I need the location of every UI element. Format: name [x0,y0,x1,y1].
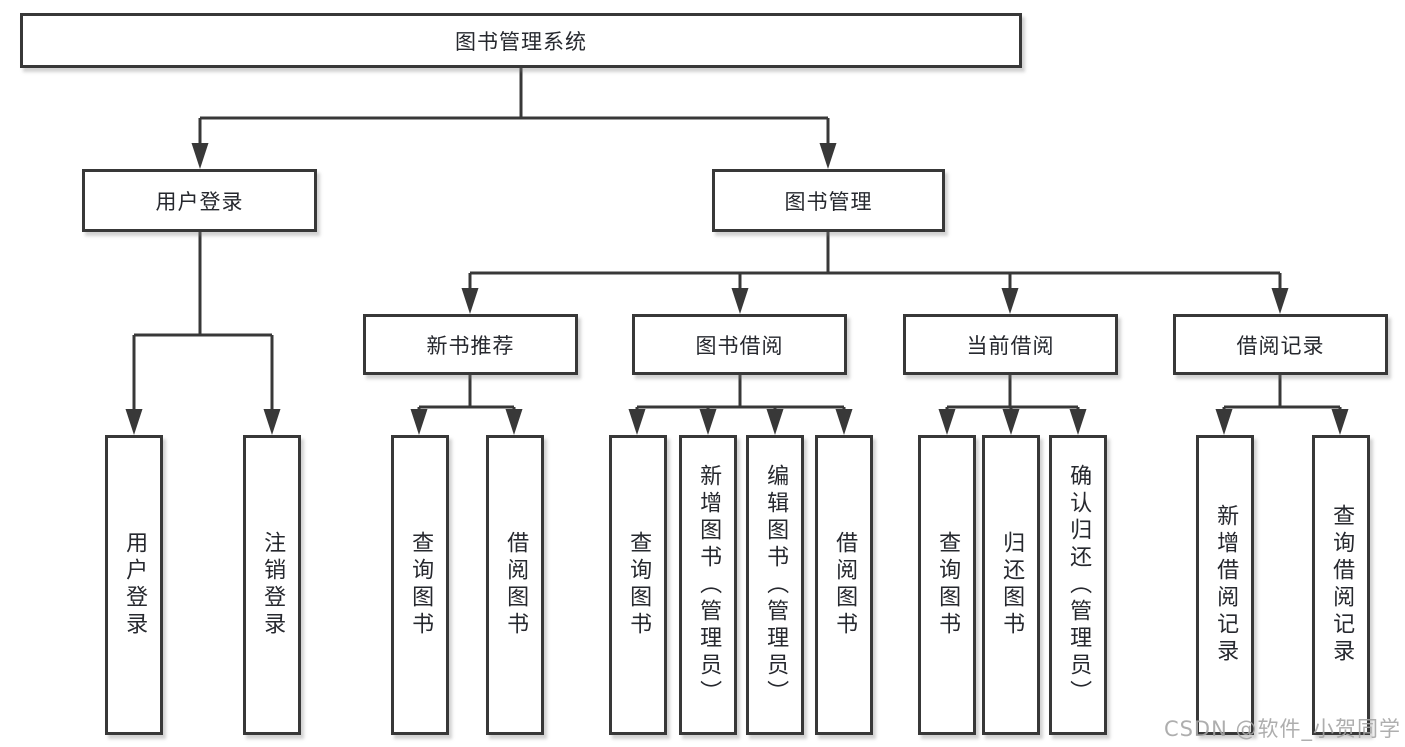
node-new-book-recommend: 新书推荐 [363,314,578,375]
leaf-query-books-recommend: 查询图书 [391,435,449,735]
node-root: 图书管理系统 [20,13,1022,68]
leaf-borrow-books-borrowing: 借阅图书 [815,435,873,735]
leaf-query-books-current: 查询图书 [918,435,976,735]
node-current-borrowing: 当前借阅 [903,314,1118,375]
leaf-query-books-borrowing: 查询图书 [609,435,667,735]
leaf-borrow-books-recommend: 借阅图书 [486,435,544,735]
node-borrowing-records: 借阅记录 [1173,314,1388,375]
leaf-user-login: 用户登录 [105,435,163,735]
leaf-logout: 注销登录 [243,435,301,735]
leaf-add-borrow-record: 新增借阅记录 [1196,435,1254,735]
leaf-confirm-return-admin: 确认归还（管理员） [1049,435,1107,735]
watermark: CSDN @软件_小贺同学 [1163,717,1401,741]
leaf-query-borrow-record: 查询借阅记录 [1312,435,1370,735]
leaf-edit-book-admin: 编辑图书（管理员） [746,435,804,735]
node-book-borrowing: 图书借阅 [632,314,847,375]
leaf-return-books: 归还图书 [982,435,1040,735]
node-book-management: 图书管理 [712,169,945,232]
leaf-add-book-admin: 新增图书（管理员） [679,435,737,735]
node-user-login: 用户登录 [82,169,317,232]
